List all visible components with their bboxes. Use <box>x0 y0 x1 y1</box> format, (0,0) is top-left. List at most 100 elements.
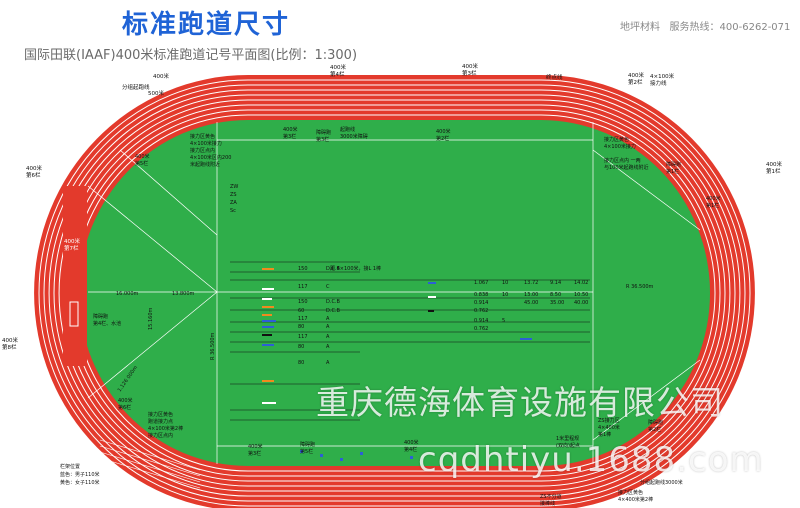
material-label: 地坪材料 <box>620 22 660 33</box>
track-labels: 分组起跑线 400米 500米 400米 第4栏 400米 第3栏 终点线 40… <box>2 62 782 351</box>
page-title: 标准跑道尺寸 <box>122 10 291 40</box>
table-right-value: 40.00 <box>574 300 588 306</box>
bl-pos: 栏架位置 <box>60 463 80 470</box>
bl-zone-1: 接力区黄色 <box>148 411 173 418</box>
table-row-label: 80 <box>298 360 304 366</box>
table-row-code: A <box>326 344 330 350</box>
table-row-label: 150 <box>298 266 308 272</box>
top-seg2: 第2栏 <box>436 135 449 142</box>
bottom-seg: 第3栏 <box>248 450 261 457</box>
table-row-label: 117 <box>298 316 308 322</box>
water-pit <box>69 301 79 327</box>
top-400: 400米 <box>283 126 298 133</box>
code-za: ZA <box>230 200 237 206</box>
code-sc: Sc <box>230 208 236 214</box>
label-400-left-low: 400米 <box>2 336 18 344</box>
water-1: 障碍跑 <box>93 313 108 320</box>
label-400-2: 400米 <box>628 71 644 79</box>
bl-seg: 第6栏 <box>118 404 131 411</box>
label-relay-line: 接力线 <box>650 79 667 87</box>
table-row-code: A <box>326 334 330 340</box>
table-row-code: A <box>326 324 330 330</box>
table-right-value: 5 <box>502 318 505 324</box>
label-4x100: 4×100米 <box>650 72 675 80</box>
staggered-area <box>99 439 201 489</box>
bottom-400b: 400米 <box>404 439 419 446</box>
br-zone-2: 4×400米 <box>598 424 620 431</box>
bl-zone-4: 接力区点内 <box>148 432 173 439</box>
br-zone-1: ZS接力区 <box>598 417 620 424</box>
dim-13: 13.800m <box>172 291 194 297</box>
table-row-label: 60 <box>298 308 304 314</box>
bottom-hurdle-2: 第5栏 <box>300 448 313 455</box>
right-zone-4: 与100米起跑线附近 <box>604 164 649 171</box>
label-400-s1: 400米 <box>153 72 169 80</box>
field-lines <box>87 122 701 464</box>
label-400-4: 400米 <box>462 62 478 70</box>
label-400-red: 400米 <box>64 237 80 245</box>
table-right-value: 10 <box>502 280 508 286</box>
label-400-3: 400米 <box>330 63 346 71</box>
right-inner-seg: 第1栏 <box>706 202 719 209</box>
table-row-code: D.C.B <box>326 299 341 305</box>
code-zs: ZS <box>230 192 237 198</box>
label-500: 500米 <box>148 89 164 97</box>
hotline-label: 服务热线：400-6262-071 <box>669 22 791 33</box>
table-row-code: D.C.B <box>326 308 341 314</box>
dark-rule-lines <box>230 261 590 421</box>
table-right-value: 0.838 <box>474 292 488 298</box>
infield <box>79 120 710 466</box>
table-right-value: 10.50 <box>574 292 588 298</box>
bottom-relay-2: 4×400米第2棒 <box>618 496 653 503</box>
label-seg4: 第4栏 <box>330 70 345 78</box>
bottom-split: 分组起跑线3000米 <box>640 479 683 486</box>
table-row-label: 150 <box>298 299 308 305</box>
table-right-value: 13.00 <box>524 292 538 298</box>
table-right-value: 10 <box>502 292 508 298</box>
dim-16: 16.000m <box>116 291 138 297</box>
br-hurdle: 障碍跑 <box>648 419 663 426</box>
bottom-hurdle: 障碍跑 <box>300 441 315 448</box>
table-row-code: D.C.B <box>326 266 341 272</box>
table-note: 距 4×100米，接L 1棒 <box>330 265 381 272</box>
field-labels: 接力区黄色 4×100米接力 接力区点内 4×100米区内200 米起跑线附近 … <box>60 126 721 507</box>
relay-zone-1: 接力区黄色 <box>190 133 215 140</box>
table-right-value: 35.00 <box>550 300 564 306</box>
relay-zone-3: 接力区点内 <box>190 147 215 154</box>
bottom-400: 400米 <box>248 443 263 450</box>
table-row-code: C <box>326 284 330 290</box>
table-row-label: 117 <box>298 284 308 290</box>
dim-15: 15.160m <box>148 308 154 330</box>
top-seg3: 第3栏 <box>283 133 296 140</box>
hurdle-seg: 第3栏 <box>316 136 329 143</box>
relay-zone-4: 4×100米区内200 <box>190 154 231 161</box>
table-right-value: 0.914 <box>474 300 488 306</box>
top-400b: 400米 <box>436 128 451 135</box>
table-row-code: A <box>326 360 330 366</box>
table-right-value: 0.762 <box>474 308 488 314</box>
page-subtitle: 国际田联(IAAF)400米标准跑道记号平面图(比例：1:300) <box>24 48 358 63</box>
label-seg6: 第6栏 <box>26 171 41 179</box>
start-label-2: 3000米障碍 <box>340 133 368 140</box>
br-hurdle-2: 第2栏 <box>648 426 661 433</box>
relay-zone-2: 4×100米接力 <box>190 140 222 147</box>
table-row-label: 80 <box>298 324 304 330</box>
right-zone-1: 接力区黄色 <box>604 136 629 143</box>
right-hurdle-2: 第1栏 <box>666 168 679 175</box>
bl-pos-3: 黄色：女子110米 <box>60 479 100 486</box>
bottom-segb: 第4栏 <box>404 446 417 453</box>
label-400-left: 400米 <box>26 164 42 172</box>
company-hotline: 地坪材料 服务热线：400-6262-071 <box>620 18 790 33</box>
table-right-value: 45.00 <box>524 300 538 306</box>
table-right-value: 0.914 <box>474 318 488 324</box>
table-right-value: 0.762 <box>474 326 488 332</box>
table-right-value: 13.72 <box>524 280 538 286</box>
bl-zone-3: 4×100米第2棒 <box>148 425 183 432</box>
label-finish: 终点线 <box>546 73 563 81</box>
table-row-code: A <box>326 316 330 322</box>
bl-400: 400米 <box>118 397 133 404</box>
right-hurdle: 障碍跑 <box>666 161 681 168</box>
label-400-right: 400米 <box>766 160 782 168</box>
